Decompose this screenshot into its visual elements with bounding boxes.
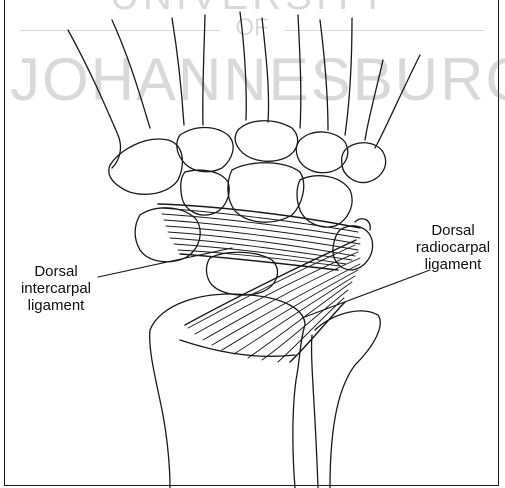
radius-left-edge [150, 330, 170, 488]
label-line: intercarpal [8, 280, 104, 297]
drc-fibre [195, 252, 358, 334]
label-line: Dorsal [405, 222, 501, 239]
metacarpal-index-right [203, 15, 205, 125]
metacarpal-little-left [345, 18, 352, 135]
trapezium [109, 139, 183, 194]
trapezoid [177, 128, 233, 172]
metacarpal-index-left [172, 18, 184, 125]
leader-lines [98, 248, 430, 318]
hamate-base [296, 132, 347, 173]
ulna-inner-edge [312, 335, 318, 488]
intercarpal-leader [98, 248, 232, 277]
lunate [206, 252, 277, 295]
label-dorsal-radiocarpal-ligament: Dorsal radiocarpal ligament [405, 222, 501, 273]
metacarpal-little-outer [375, 55, 420, 148]
carpal-bones [109, 121, 386, 295]
metacarpal-middle-left [240, 12, 246, 120]
drc-fibre [248, 282, 352, 358]
metacarpal-middle-right [262, 18, 269, 122]
fifth-base [342, 143, 386, 183]
label-line: Dorsal [8, 263, 104, 280]
metacarpal-bones [68, 12, 420, 168]
label-line: ligament [8, 297, 104, 314]
metacarpal-thumb [68, 30, 120, 168]
metacarpal-thumb-inner [112, 20, 150, 128]
drc-fibre [234, 276, 355, 354]
label-dorsal-intercarpal-ligament: Dorsal intercarpal ligament [8, 263, 104, 314]
label-line: ligament [405, 256, 501, 273]
ulna [315, 311, 380, 488]
forearm-bones [150, 294, 381, 488]
capitate-head [235, 121, 297, 162]
metacarpal-ring-right [320, 20, 328, 130]
metacarpal-ring-left [298, 15, 301, 128]
label-line: radiocarpal [405, 239, 501, 256]
drc-fibre [278, 298, 344, 362]
hamate-body [297, 176, 352, 227]
metacarpal-little-right [365, 60, 383, 140]
